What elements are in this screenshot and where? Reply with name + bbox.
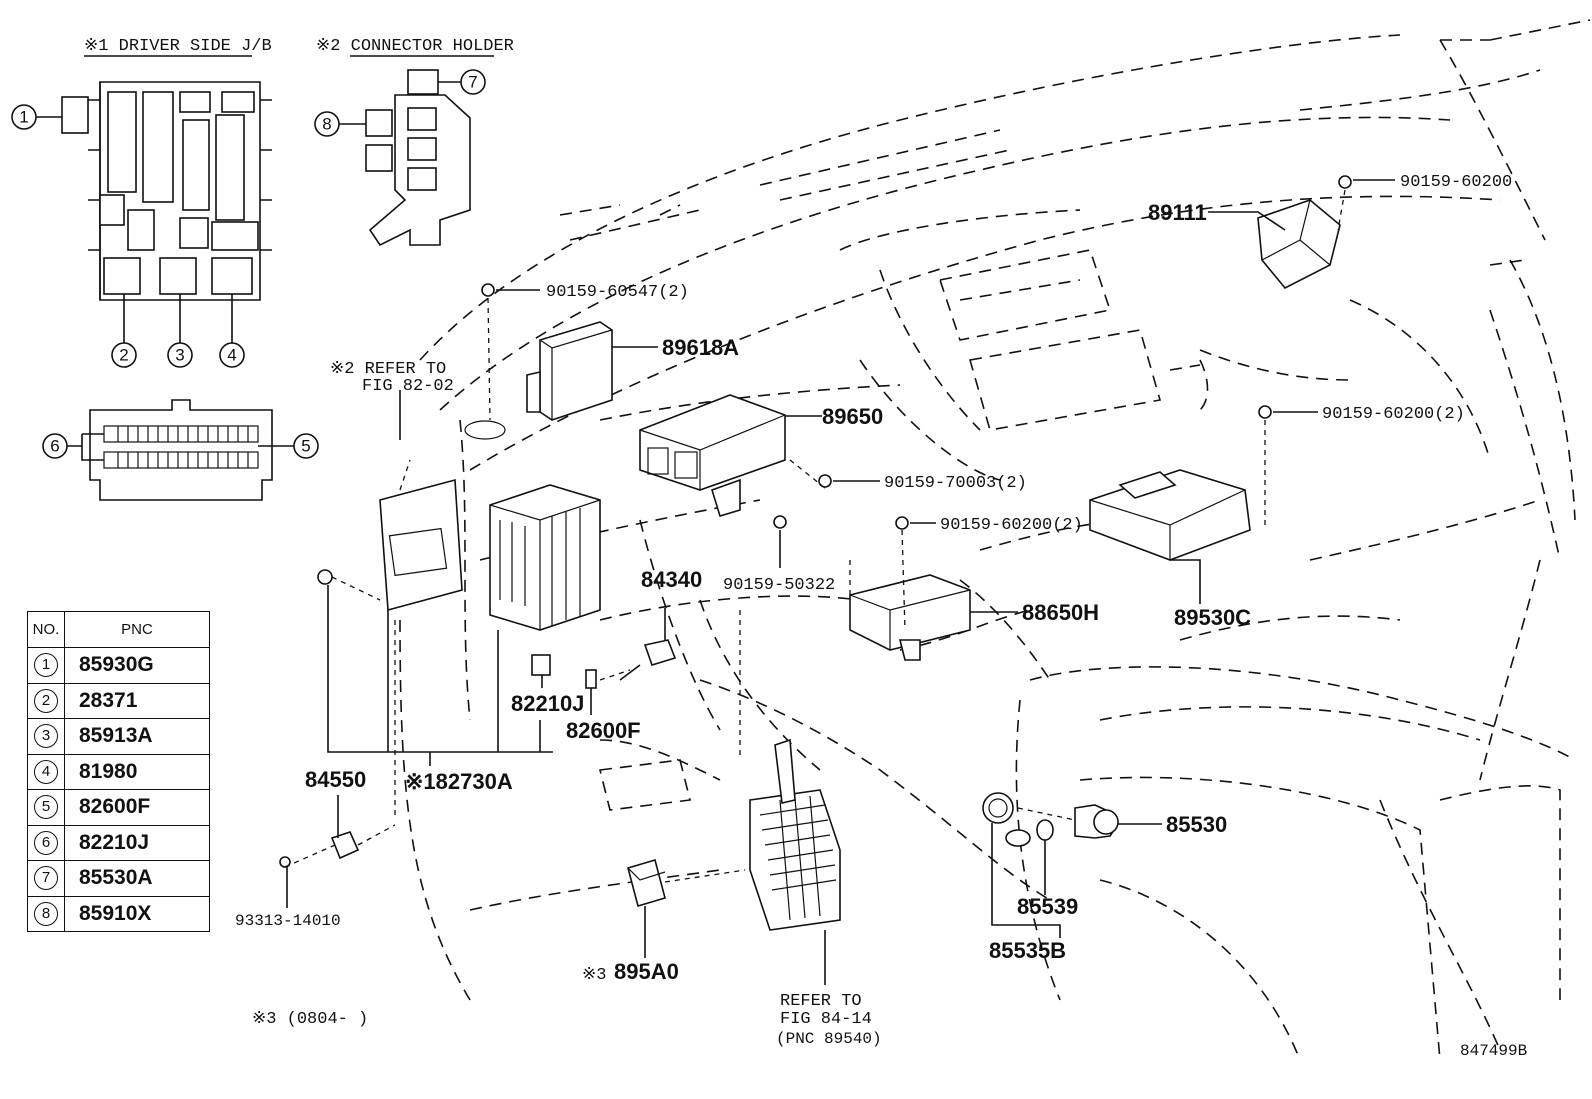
label-89530C: 89530C xyxy=(1174,605,1251,630)
inset2-title: ※2 CONNECTOR HOLDER xyxy=(316,37,514,56)
part-labels: 90159-60200 89111 90159-60547(2) 89618A … xyxy=(235,173,1527,1060)
part-85530-shape xyxy=(1074,804,1119,839)
driver-side-jb-inset xyxy=(61,81,272,301)
part-89111-shape xyxy=(1257,199,1341,290)
diagram-code: 847499B xyxy=(1460,1042,1527,1060)
row-pnc: 81980 xyxy=(64,753,210,790)
table-header-pnc: PNC xyxy=(64,611,210,648)
label-84340: 84340 xyxy=(641,567,702,592)
label-84550: 84550 xyxy=(305,767,366,792)
label-leaders xyxy=(286,179,1395,985)
part-89530C-shape xyxy=(1089,469,1251,561)
label-90159-70003: 90159-70003(2) xyxy=(884,474,1027,493)
part-89618A-shape xyxy=(526,321,613,421)
label-refer-82-02-line2: FIG 82-02 xyxy=(362,377,454,396)
callout-7: 7 xyxy=(468,73,477,92)
label-90159-60200-2a: 90159-60200(2) xyxy=(940,516,1083,535)
row-pnc: 28371 xyxy=(64,682,210,719)
label-refer-84-14-line2: FIG 84-14 xyxy=(780,1010,872,1029)
part-89540-shape xyxy=(749,738,841,931)
jb-connector-inset xyxy=(89,399,273,501)
label-refer-82-02-line1: ※2 REFER TO xyxy=(330,360,446,379)
label-90159-50322: 90159-50322 xyxy=(723,576,835,595)
part-88650H-shape xyxy=(849,574,971,661)
connector-holder-inset xyxy=(365,69,471,247)
callout-numbers: 1 2 3 4 7 8 6 5 xyxy=(19,73,477,456)
callout-8: 8 xyxy=(322,115,331,134)
callout-3: 3 xyxy=(175,346,184,365)
part-82600F-shape xyxy=(585,669,597,689)
row-number: 2 xyxy=(34,688,58,713)
label-refer-84-14-line1: REFER TO xyxy=(780,992,862,1011)
table-header-no: NO. xyxy=(27,611,65,648)
callout-2: 2 xyxy=(119,346,128,365)
label-89111: 89111 xyxy=(1148,200,1207,225)
callout-4: 4 xyxy=(227,346,236,365)
inset1-title: ※1 DRIVER SIDE J/B xyxy=(84,37,272,56)
row-pnc: 85930G xyxy=(64,647,210,684)
installation-lines xyxy=(284,189,1346,883)
part-85535B-shape xyxy=(982,792,1054,847)
label-89650: 89650 xyxy=(822,404,883,429)
table-header-row: NO. PNC xyxy=(27,611,210,648)
row-pnc: 85913A xyxy=(64,718,210,755)
callout-5: 5 xyxy=(301,437,310,456)
label-895A0-mark: ※3 xyxy=(582,966,606,985)
label-88650H: 88650H xyxy=(1022,600,1099,625)
row-number: 8 xyxy=(34,901,58,926)
inset-titles: ※1 DRIVER SIDE J/B ※2 CONNECTOR HOLDER xyxy=(84,37,514,57)
label-85530: 85530 xyxy=(1166,812,1227,837)
part-82210J-shape xyxy=(531,654,551,676)
label-85539: 85539 xyxy=(1017,894,1078,919)
label-82210J: 82210J xyxy=(511,691,584,716)
part-84550-shape xyxy=(330,831,360,860)
row-number: 3 xyxy=(34,724,58,749)
part-82730A-shape xyxy=(379,478,601,631)
label-93313-14010: 93313-14010 xyxy=(235,912,341,930)
row-number: 7 xyxy=(34,866,58,891)
label-90159-60200-top: 90159-60200 xyxy=(1400,173,1512,192)
callout-6: 6 xyxy=(50,437,59,456)
footnote: ※3 (0804- ) xyxy=(252,1010,368,1029)
label-895A0: 895A0 xyxy=(614,959,679,984)
row-pnc: 85530A xyxy=(64,860,210,897)
dashboard-outline xyxy=(399,19,1591,1061)
label-85535B: 85535B xyxy=(989,938,1066,963)
label-89618A: 89618A xyxy=(662,335,739,360)
callout-leaders xyxy=(11,69,486,461)
row-pnc: 85910X xyxy=(64,895,210,932)
label-90159-60200-2b: 90159-60200(2) xyxy=(1322,405,1465,424)
part-89650-shape xyxy=(639,394,786,517)
part-895A0-shape xyxy=(627,858,666,908)
label-82600F: 82600F xyxy=(566,718,641,743)
label-82730A: ※182730A xyxy=(405,769,513,794)
label-refer-84-14-line3: (PNC 89540) xyxy=(776,1030,882,1048)
label-90159-60547: 90159-60547(2) xyxy=(546,283,689,302)
row-pnc: 82600F xyxy=(64,789,210,826)
row-number: 5 xyxy=(34,795,58,820)
row-number: 4 xyxy=(34,759,58,784)
part-84340-shape xyxy=(619,639,677,681)
callout-1: 1 xyxy=(19,108,28,127)
row-number: 1 xyxy=(34,653,58,678)
row-number: 6 xyxy=(34,830,58,855)
bolts xyxy=(279,175,1352,868)
row-pnc: 82210J xyxy=(64,824,210,861)
